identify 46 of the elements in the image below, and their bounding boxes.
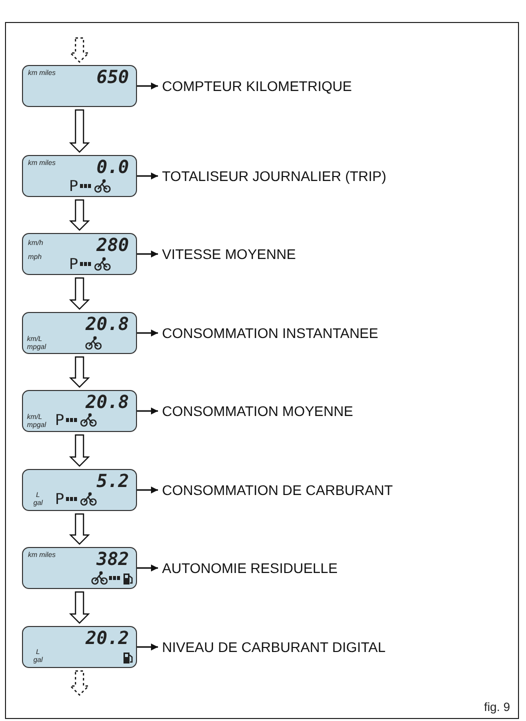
- mode-label: TOTALISEUR JOURNALIER (TRIP): [162, 166, 386, 186]
- mode-label: AUTONOMIE RESIDUELLE: [162, 558, 338, 578]
- hollow-arrow: [69, 277, 90, 310]
- digital-readout: 382: [96, 550, 129, 570]
- lcd-display: [22, 65, 137, 107]
- hollow-arrow: [69, 109, 90, 153]
- arrow: [137, 564, 158, 572]
- digital-readout: 0.0: [96, 158, 129, 178]
- hollow-arrow: [69, 37, 90, 63]
- lcd-display: [22, 547, 137, 589]
- arrow: [137, 486, 158, 494]
- figure-number: fig. 9: [484, 700, 510, 714]
- mode-label: CONSOMMATION MOYENNE: [162, 401, 354, 421]
- arrow: [137, 172, 158, 180]
- hollow-arrow: [69, 199, 90, 231]
- hollow-arrow: [69, 356, 90, 388]
- lcd-display: [22, 469, 137, 511]
- arrow: [137, 250, 158, 258]
- segment-letter: P: [69, 256, 78, 272]
- hollow-arrow: [69, 591, 90, 624]
- lcd-display: [22, 312, 137, 354]
- segment-letter: P: [55, 491, 64, 507]
- digital-readout: 20.8: [86, 315, 129, 335]
- digital-readout: 20.2: [86, 629, 129, 649]
- hollow-arrow: [69, 670, 90, 696]
- lcd-display: [22, 626, 137, 668]
- mode-label: VITESSE MOYENNE: [162, 244, 296, 264]
- segment-letter: P: [69, 178, 78, 194]
- mode-label: COMPTEUR KILOMETRIQUE: [162, 76, 352, 96]
- mode-label: CONSOMMATION INSTANTANEE: [162, 323, 378, 343]
- segment-letter: P: [55, 412, 64, 428]
- arrow: [137, 408, 158, 414]
- digital-readout: 5.2: [96, 472, 129, 492]
- arrow: [137, 644, 158, 650]
- digital-readout: 280: [96, 236, 129, 256]
- hollow-arrow: [69, 434, 90, 467]
- arrow: [137, 82, 158, 90]
- digital-readout: 650: [96, 68, 129, 88]
- lcd-display: [22, 233, 137, 275]
- hollow-arrow: [69, 513, 90, 545]
- lcd-display: [22, 390, 137, 432]
- mode-label: CONSOMMATION DE CARBURANT: [162, 480, 393, 500]
- lcd-display: [22, 155, 137, 197]
- mode-label: NIVEAU DE CARBURANT DIGITAL: [162, 637, 386, 657]
- arrow: [137, 330, 158, 336]
- digital-readout: 20.8: [86, 393, 129, 413]
